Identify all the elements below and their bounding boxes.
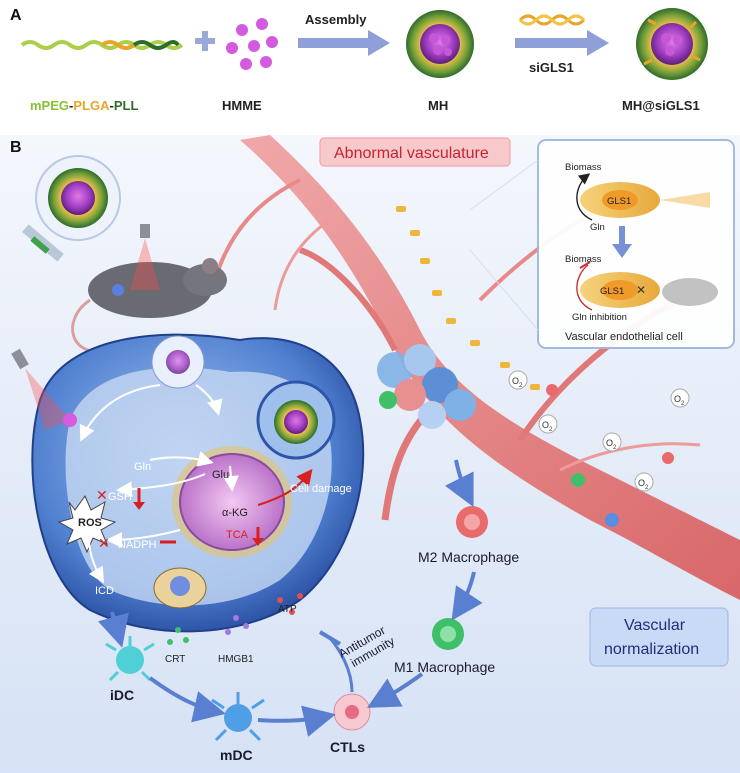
glu-label: Glu [212,469,229,481]
mitochondrion-icon [172,446,292,558]
o2-label-4: O2 [638,478,649,491]
idc-icon [105,636,155,682]
endosome-icon [256,380,336,460]
laser-fiber-icon [130,224,160,290]
released-nanoparticle-icon [151,335,205,389]
o2-label-2: O2 [542,420,553,433]
vascular-normalization-line1: Vascular [624,617,686,634]
plus-icon [195,31,215,51]
vessel-m1-cell-icon [571,473,585,487]
panel-a-letter: A [10,7,22,24]
cell-damage-arrow-icon [257,468,313,506]
injected-nanoparticle-zoom [35,155,121,241]
sirna-loading-arrow-icon [515,30,609,56]
inset-gls1-bottom: GLS1 [600,286,624,297]
mdc-icon [211,692,265,742]
abnormal-vasculature-label: Abnormal vasculature [334,145,489,162]
oxygen-bubbles [508,370,690,492]
vascular-normalization-line2: normalization [604,641,699,658]
m1-macrophage-icon [432,618,464,650]
atp-label: ATP [278,604,297,615]
antitumor-inhibit-bar-icon [318,630,342,646]
gsh-label: GSH [108,491,132,503]
inset-gln-top: Gln [590,222,605,233]
m2-macrophage-icon [456,506,488,538]
inset-biomass-top: Biomass [565,162,602,173]
o2-label-3: O2 [606,438,617,451]
mh-nanoparticle-icon [406,10,474,78]
akg-label: α-KG [222,507,248,519]
mdc-label: mDC [220,747,253,763]
ctl-icon [333,693,371,731]
polymer-label: mPEG-PLGA-PLL [30,98,138,113]
mouse-icon [71,258,227,354]
nadph-label: NADPH [118,539,157,551]
assembly-arrow-icon [298,30,390,56]
ros-burst-icon [57,494,117,554]
sirna-helix-icon [518,14,586,26]
vessel-dc-cell-icon [605,513,619,527]
m2-macrophage-label: M2 Macrophage [418,549,519,565]
hmgb1-particles [225,615,249,635]
arrow-tumor-to-m2 [444,459,474,508]
endothelial-inset-panel: ✕ [537,139,735,349]
polymer-pll-segment [132,40,180,50]
abnormal-vasculature-tag [319,137,511,167]
tumor-cluster-icon [377,344,476,429]
ros-label: ROS [78,517,102,529]
atp-particles [277,593,303,615]
cell-laser-icon [11,348,77,430]
syringe-icon [22,224,64,262]
hmgb1-label: HMGB1 [218,654,254,665]
sigls1-label: siGLS1 [529,60,574,75]
inhibition-x-icon: ✕ [636,283,646,297]
inset-caption: Vascular endothelial cell [565,331,683,343]
arrow-icd-to-idc [98,611,129,648]
nadph-inhibit-x-icon: ✕ [98,535,110,551]
tumor-cell-cross-section: ✕ ✕ [11,333,365,645]
tca-label: TCA [226,529,249,541]
o2-label-5: O2 [674,394,685,407]
mh-sigls1-label: MH@siGLS1 [622,98,700,113]
arrow-m1-to-ctls [366,672,424,708]
panel-b-letter: B [10,139,22,156]
ctls-label: CTLs [330,739,365,755]
assembly-label: Assembly [305,12,367,27]
vessel-ctl-cell-icon [662,452,674,464]
o2-label-1: O2 [512,376,523,389]
m1-macrophage-label: M1 Macrophage [394,659,495,675]
inset-gln-inhibition: Gln inhibition [572,312,627,323]
inset-biomass-bottom: Biomass [565,254,602,265]
arrow-mdc-to-ctls [257,705,336,737]
inset-zoom-lines [469,159,539,331]
gln-label: Gln [134,461,151,473]
cell-damage-label: Cell damage [290,483,352,495]
mh-label: MH [428,98,448,113]
idc-label: iDC [110,687,134,703]
nucleus-icon [153,567,207,609]
hmme-label: HMME [222,98,262,113]
gsh-inhibit-x-icon: ✕ [96,487,108,503]
vascular-normalization-box [589,607,729,667]
crt-particles [167,627,189,645]
arrow-m2-to-m1 [451,571,483,621]
mh-sigls1-nanoparticle-icon [636,8,708,80]
inset-gls1-top: GLS1 [607,196,631,207]
vessel-m2-cell-icon [546,384,558,396]
polymer-plga-segment [100,40,136,50]
arrow-idc-to-mdc [148,676,226,723]
crt-label: CRT [165,654,185,665]
hmme-molecules-icon [226,18,278,70]
icd-label: ICD [95,585,114,597]
